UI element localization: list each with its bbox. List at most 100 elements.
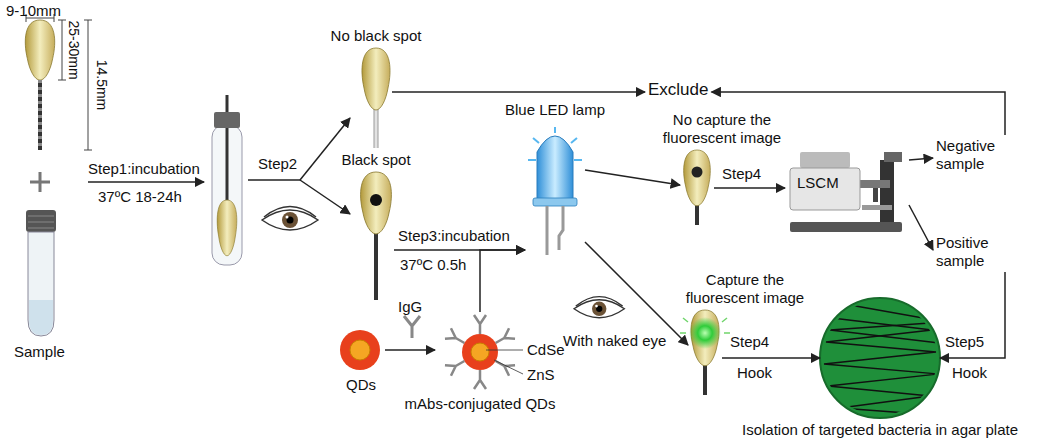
annotation: Sample [14,343,65,361]
flow-arrow [909,158,933,160]
illustration-part [571,138,577,143]
annotation: 37ºC 0.5h [400,256,466,274]
incubation-tube [212,95,242,265]
swab-fluorescent [680,310,730,395]
agar-plate [820,298,948,418]
illustration-part [474,370,486,389]
annotation: Step2 [258,155,297,173]
plus-sign [30,172,50,192]
illustration-part [248,179,300,181]
illustration-part [226,95,229,205]
annotation: With naked eye [563,332,666,350]
illustration-part [722,318,727,322]
swab-black-spot [361,172,392,300]
result-box: Positive sample [933,232,1018,272]
illustration-part [26,210,56,232]
igg-antibody [404,316,420,338]
illustration-part [300,180,350,214]
step2-arrows [248,118,350,214]
illustration-part [493,328,515,348]
node-text: mAbs-conjugated QDs [405,395,556,413]
conjugation-arrow [385,349,435,351]
flow-arrow [714,187,785,189]
agar-plate-node: Isolation of targeted bacteria in agar p… [820,298,940,418]
illustration-part [824,305,948,414]
illustration-part [873,188,878,202]
node-text: Black spot [341,151,410,169]
illustration-part [362,48,390,110]
illustration-part [58,20,66,80]
annotation: 9-10mm [6,2,61,20]
illustration-part [493,356,515,376]
sample-tube [26,210,56,336]
flow-arrow [909,205,933,250]
node-text: Positive sample [936,234,1015,270]
illustration-part [28,232,54,336]
illustration-part [25,20,54,80]
conjugate-node: mAbs-conjugated QDs [440,312,520,392]
illustration-part [680,318,730,333]
outcome-box: Exclude [645,78,711,102]
illustration-part [800,152,850,168]
swab-node: Capture the fluorescent image [688,310,722,395]
node-text: No black spot [331,27,422,45]
swab-no-spot [362,48,390,148]
quantum-dot [340,330,380,370]
flow-arrow [585,170,680,185]
swab-node: Black spot [358,172,394,300]
illustration-part [820,298,940,418]
illustration-part [340,330,380,370]
illustration-part [375,108,378,148]
flow-arrow [940,272,1005,358]
dimension-label: 25-30mm [65,20,83,79]
illustration-part [38,80,42,150]
lamp-node: Blue LED lamp [525,122,585,257]
swab-node: No black spot [360,48,392,148]
illustration-part [860,180,890,188]
illustration-part [361,172,392,234]
flow-arrow [480,250,525,312]
illustration-part [695,204,699,225]
swab-dark [684,150,711,225]
illustration-part [374,108,379,148]
swab-dimensioned [25,14,92,150]
illustration-part [683,318,688,322]
illustration-part [533,138,539,143]
annotation: Step4 [722,165,761,183]
annotation: Step3:incubation [398,227,510,245]
illustration-part [474,315,486,334]
illustration-part [533,198,577,206]
annotation: 37ºC 18-24h [98,188,182,206]
illustration-part [689,317,721,349]
illustration-part [28,216,54,228]
microscope-node: LSCM [785,150,909,235]
illustration-part [554,127,556,133]
flow-arrow [585,242,688,345]
illustration-part [462,334,498,370]
node-text: Negative sample [936,137,1015,173]
illustration-part [214,112,240,128]
annotation: Hook [737,364,772,382]
annotation: Step5 [945,333,984,351]
blue-led [528,127,582,255]
illustration-part [684,150,711,206]
illustration-part [884,152,902,162]
illustration-part [29,300,53,335]
illustration-part [692,167,703,178]
lscm-microscope [790,152,902,232]
illustration-part [862,205,892,210]
illustration-part [445,328,467,348]
illustration-part [574,159,582,161]
node-text: LSCM [797,174,909,192]
illustration-part [486,350,523,374]
illustration-part [790,222,902,232]
illustration-part [445,315,515,389]
illustration-part [724,332,730,334]
illustration-part [300,118,350,180]
illustration-part [217,200,237,256]
eye [574,297,624,318]
flow-arrow [392,91,645,93]
node-text: Exclude [648,80,708,100]
illustration-part [374,232,378,300]
